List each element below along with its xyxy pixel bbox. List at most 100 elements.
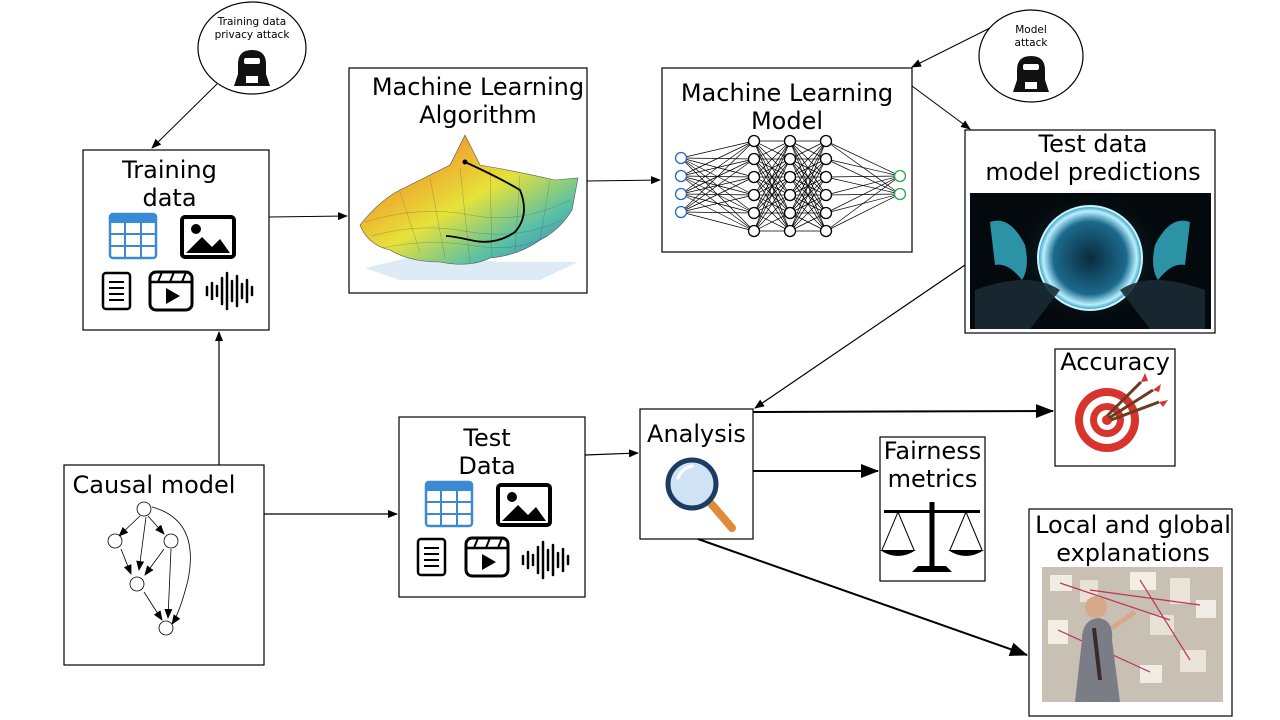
nn-hidden-neuron: [819, 224, 833, 238]
test-predictions-title: Test data model predictions: [965, 130, 1221, 186]
document-icon: [101, 271, 132, 311]
nn-connection: [753, 212, 791, 232]
fairness-line2: metrics: [887, 464, 978, 493]
fairness-title: Fairness metrics: [880, 437, 985, 493]
nn-connection: [680, 176, 755, 213]
nn-connection: [825, 193, 901, 232]
arrow-analysis-to-explanations: [697, 538, 1028, 656]
training-privacy-attack-node: [197, 1, 307, 95]
document-icon: [416, 537, 447, 577]
privacy-attack-label: Training data privacy attack: [198, 16, 306, 42]
nn-hidden-neuron: [747, 152, 761, 166]
arrow-attack-to-model: [911, 27, 991, 68]
ml-model-line2: Model: [750, 106, 824, 135]
accuracy-title: Accuracy: [1060, 348, 1170, 376]
training-data-line2: data: [142, 183, 197, 212]
privacy-attack-line2: privacy attack: [214, 29, 290, 42]
arrow-training-to-algorithm: [268, 212, 348, 221]
analysis-box: [639, 408, 754, 540]
test-data-line2: Data: [458, 451, 516, 480]
model-attack-label: Model attack: [981, 24, 1081, 50]
nn-connection: [680, 194, 755, 213]
nn-input-neuron: [674, 151, 688, 165]
nn-connection: [789, 140, 827, 214]
nn-connection: [825, 175, 901, 178]
nn-connection: [825, 175, 901, 232]
hacker-icon: [234, 50, 270, 86]
nn-hidden-neuron: [819, 170, 833, 184]
hacker-icon: [1013, 56, 1049, 92]
test-predictions-line2: model predictions: [985, 157, 1201, 186]
nn-hidden-neuron: [783, 224, 797, 238]
causal-model-title: Causal model: [72, 471, 236, 499]
nn-hidden-neuron: [819, 152, 833, 166]
training-data-title: Training data: [83, 156, 256, 212]
nn-input-neuron: [674, 187, 688, 201]
test-data-title: Test Data: [399, 424, 575, 480]
nn-hidden-neuron: [783, 170, 797, 184]
test-data-icons: [416, 480, 570, 580]
nn-connection: [680, 140, 755, 177]
nn-hidden-neuron: [747, 224, 761, 238]
nn-connection: [753, 140, 791, 214]
nn-connection: [789, 176, 827, 232]
nn-connection: [753, 194, 791, 232]
nn-hidden-neuron: [783, 152, 797, 166]
arrow-algorithm-to-model: [586, 176, 661, 185]
privacy-attack-line1: Training data: [217, 16, 287, 28]
nn-hidden-neuron: [747, 170, 761, 184]
nn-connection: [789, 158, 827, 232]
training-data-icons: [101, 212, 254, 312]
video-icon: [464, 536, 510, 578]
fairness-line1: Fairness: [883, 437, 982, 465]
nn-connection: [789, 212, 827, 232]
nn-hidden-neuron: [783, 188, 797, 202]
arrow-predictions-to-analysis: [754, 264, 966, 409]
nn-connection: [753, 176, 791, 232]
neural-network: [674, 134, 907, 238]
nn-output-neuron: [893, 169, 907, 183]
nn-connection: [789, 194, 827, 232]
nn-connection: [753, 140, 791, 160]
nn-hidden-neuron: [747, 188, 761, 202]
nn-connection: [789, 140, 827, 196]
model-attack-line1: Model: [1015, 24, 1047, 36]
explanations-line2: explanations: [1056, 538, 1210, 567]
nn-hidden-neuron: [783, 206, 797, 220]
nn-connection: [825, 175, 901, 214]
model-attack-node: [978, 9, 1084, 103]
video-icon: [148, 270, 194, 312]
nn-connection: [825, 140, 901, 177]
model-attack-line2: attack: [1014, 37, 1048, 50]
ml-algorithm-line2: Algorithm: [419, 100, 537, 129]
test-predictions-line1: Test data: [1038, 130, 1148, 158]
nn-connection: [753, 140, 791, 178]
crystal-ball-image: [970, 188, 1211, 329]
nn-connection: [753, 140, 791, 196]
image-icon: [496, 483, 552, 527]
table-icon: [108, 212, 158, 260]
target-icon: [1075, 373, 1168, 452]
nn-connection: [680, 211, 755, 214]
nn-hidden-neuron: [819, 134, 833, 148]
nn-hidden-neuron: [747, 206, 761, 220]
nn-output-neuron: [893, 187, 907, 201]
nn-input-neuron: [674, 169, 688, 183]
nn-connection: [789, 140, 827, 160]
nn-hidden-neuron: [747, 134, 761, 148]
arrow-privacy-to-training: [151, 83, 218, 149]
nn-connection: [680, 140, 755, 159]
arrows: [151, 27, 1054, 656]
nn-hidden-neuron: [819, 188, 833, 202]
explanations-title: Local and global explanations: [1029, 511, 1237, 567]
scales-icon: [880, 502, 984, 572]
nn-connection: [825, 158, 901, 177]
arrow-model-to-predictions: [911, 85, 971, 130]
training-data-line1: Training: [122, 156, 217, 184]
nn-connection: [753, 158, 791, 232]
table-icon: [424, 480, 474, 528]
nn-connection: [789, 140, 827, 232]
explanations-line1: Local and global: [1035, 511, 1231, 539]
nn-connection: [753, 140, 791, 232]
